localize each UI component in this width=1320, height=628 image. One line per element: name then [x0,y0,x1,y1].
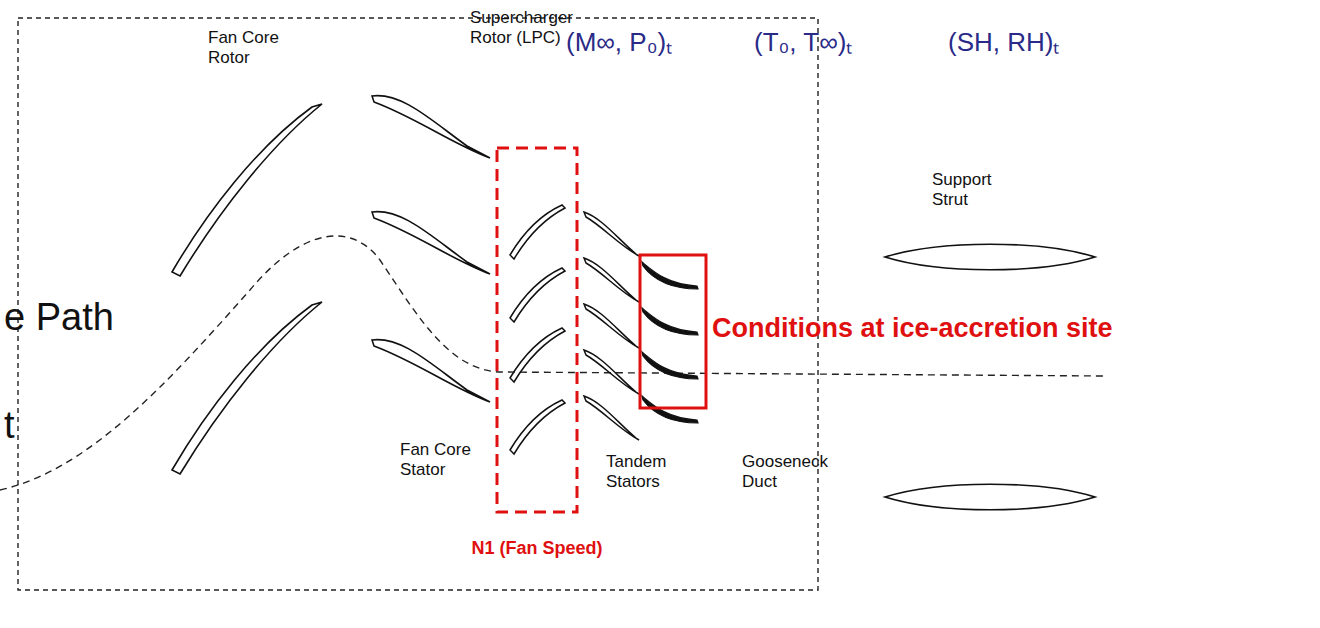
tandem-stator-front [584,212,639,256]
part-name: Gooseneck Duct [742,452,837,491]
lpc-blade [510,205,565,259]
tandem-stator-front [584,258,639,302]
tandem-stator-front [584,304,639,348]
callout-label: Conditions at ice-accretion site [712,313,1113,344]
tandem-stator-rear [642,262,698,289]
fan-stator-blade [372,96,490,158]
path-label: t [4,404,15,448]
support-strut [885,244,1095,270]
tandem-stator-front [584,350,639,394]
n1-dashed-box [497,148,577,512]
part-name: Tandem Stators [606,452,678,491]
lpc-blade [510,268,565,322]
path-label: e Path [4,296,114,340]
tandem-stator-rear [642,352,698,379]
ice-site-box [640,255,706,408]
part-name: Fan Core Stator [400,440,480,479]
dashed-boundary [18,18,818,590]
gooseneck-strut [885,484,1095,510]
fan-rotor-blade [172,302,322,474]
fan-stator-blade [372,212,490,274]
tandem-stator-rear [642,308,698,335]
core-path-line [0,236,1105,490]
condition-label: (T₀, T∞)ₜ [754,28,852,58]
tandem-stator-front [584,396,639,440]
fan-stator-blade [372,340,490,402]
condition-label: (M∞, P₀)ₜ [566,28,672,58]
speed-label: N1 (Fan Speed) [471,538,602,559]
lpc-blade [510,328,565,382]
part-name: Support Strut [932,170,1007,209]
part-name: Fan Core Rotor [208,28,288,67]
lpc-blade [510,400,565,454]
condition-label: (SH, RH)ₜ [948,28,1059,58]
fan-rotor-blade [172,104,322,276]
